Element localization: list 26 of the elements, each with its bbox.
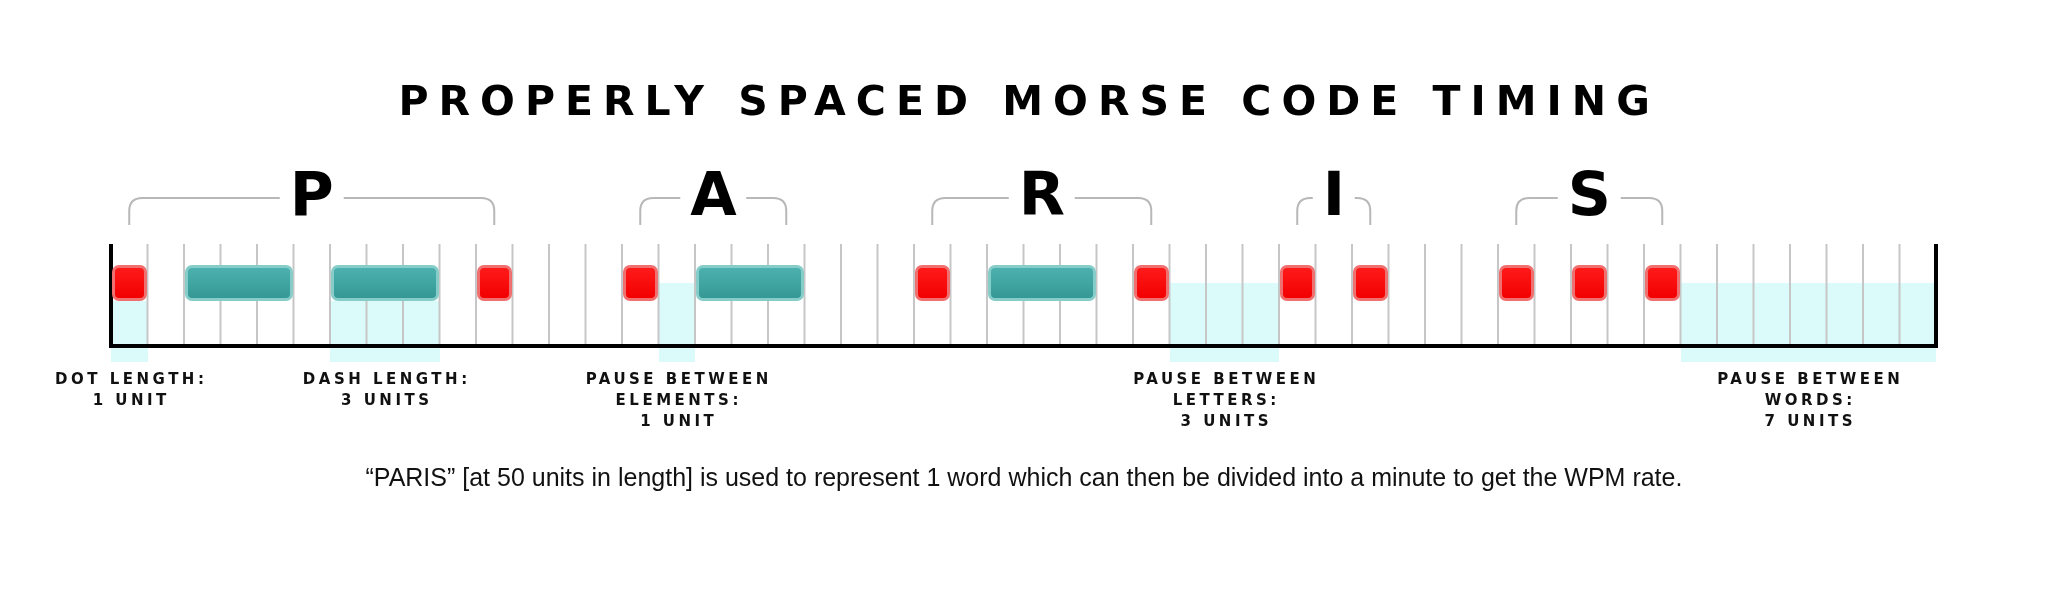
dot-block [1572,265,1607,301]
letter-label: R [1018,164,1065,224]
timing-label: DASH LENGTH: 3 UNITS [301,369,472,411]
timing-label: PAUSE BETWEEN ELEMENTS: 1 UNIT [584,369,773,432]
letter-label: P [289,164,334,224]
dot-block [1645,265,1680,301]
dot-block [915,265,950,301]
dash-bar [988,265,1096,301]
timing-label: PAUSE BETWEEN LETTERS: 3 UNITS [1132,369,1321,432]
letter-label: A [690,164,737,224]
dash-bar [696,265,804,301]
letter-label: S [1567,164,1611,224]
dot-block [623,265,658,301]
dot-block [1280,265,1315,301]
timing-label: DOT LENGTH: 1 UNIT [54,369,209,411]
dot-block [477,265,512,301]
dot-block [112,265,147,301]
dash-bar [331,265,439,301]
title: PROPERLY SPACED MORSE CODE TIMING [398,81,1660,122]
dot-block [1134,265,1169,301]
timing-label: PAUSE BETWEEN WORDS: 7 UNITS [1716,369,1905,432]
dot-block [1353,265,1388,301]
letter-label: I [1322,164,1346,224]
dot-block [1499,265,1534,301]
caption: “PARIS” [at 50 units in length] is used to represent 1 word which can then be divided into a minute to get the WPM rate. [365,465,1683,490]
dash-bar [185,265,293,301]
